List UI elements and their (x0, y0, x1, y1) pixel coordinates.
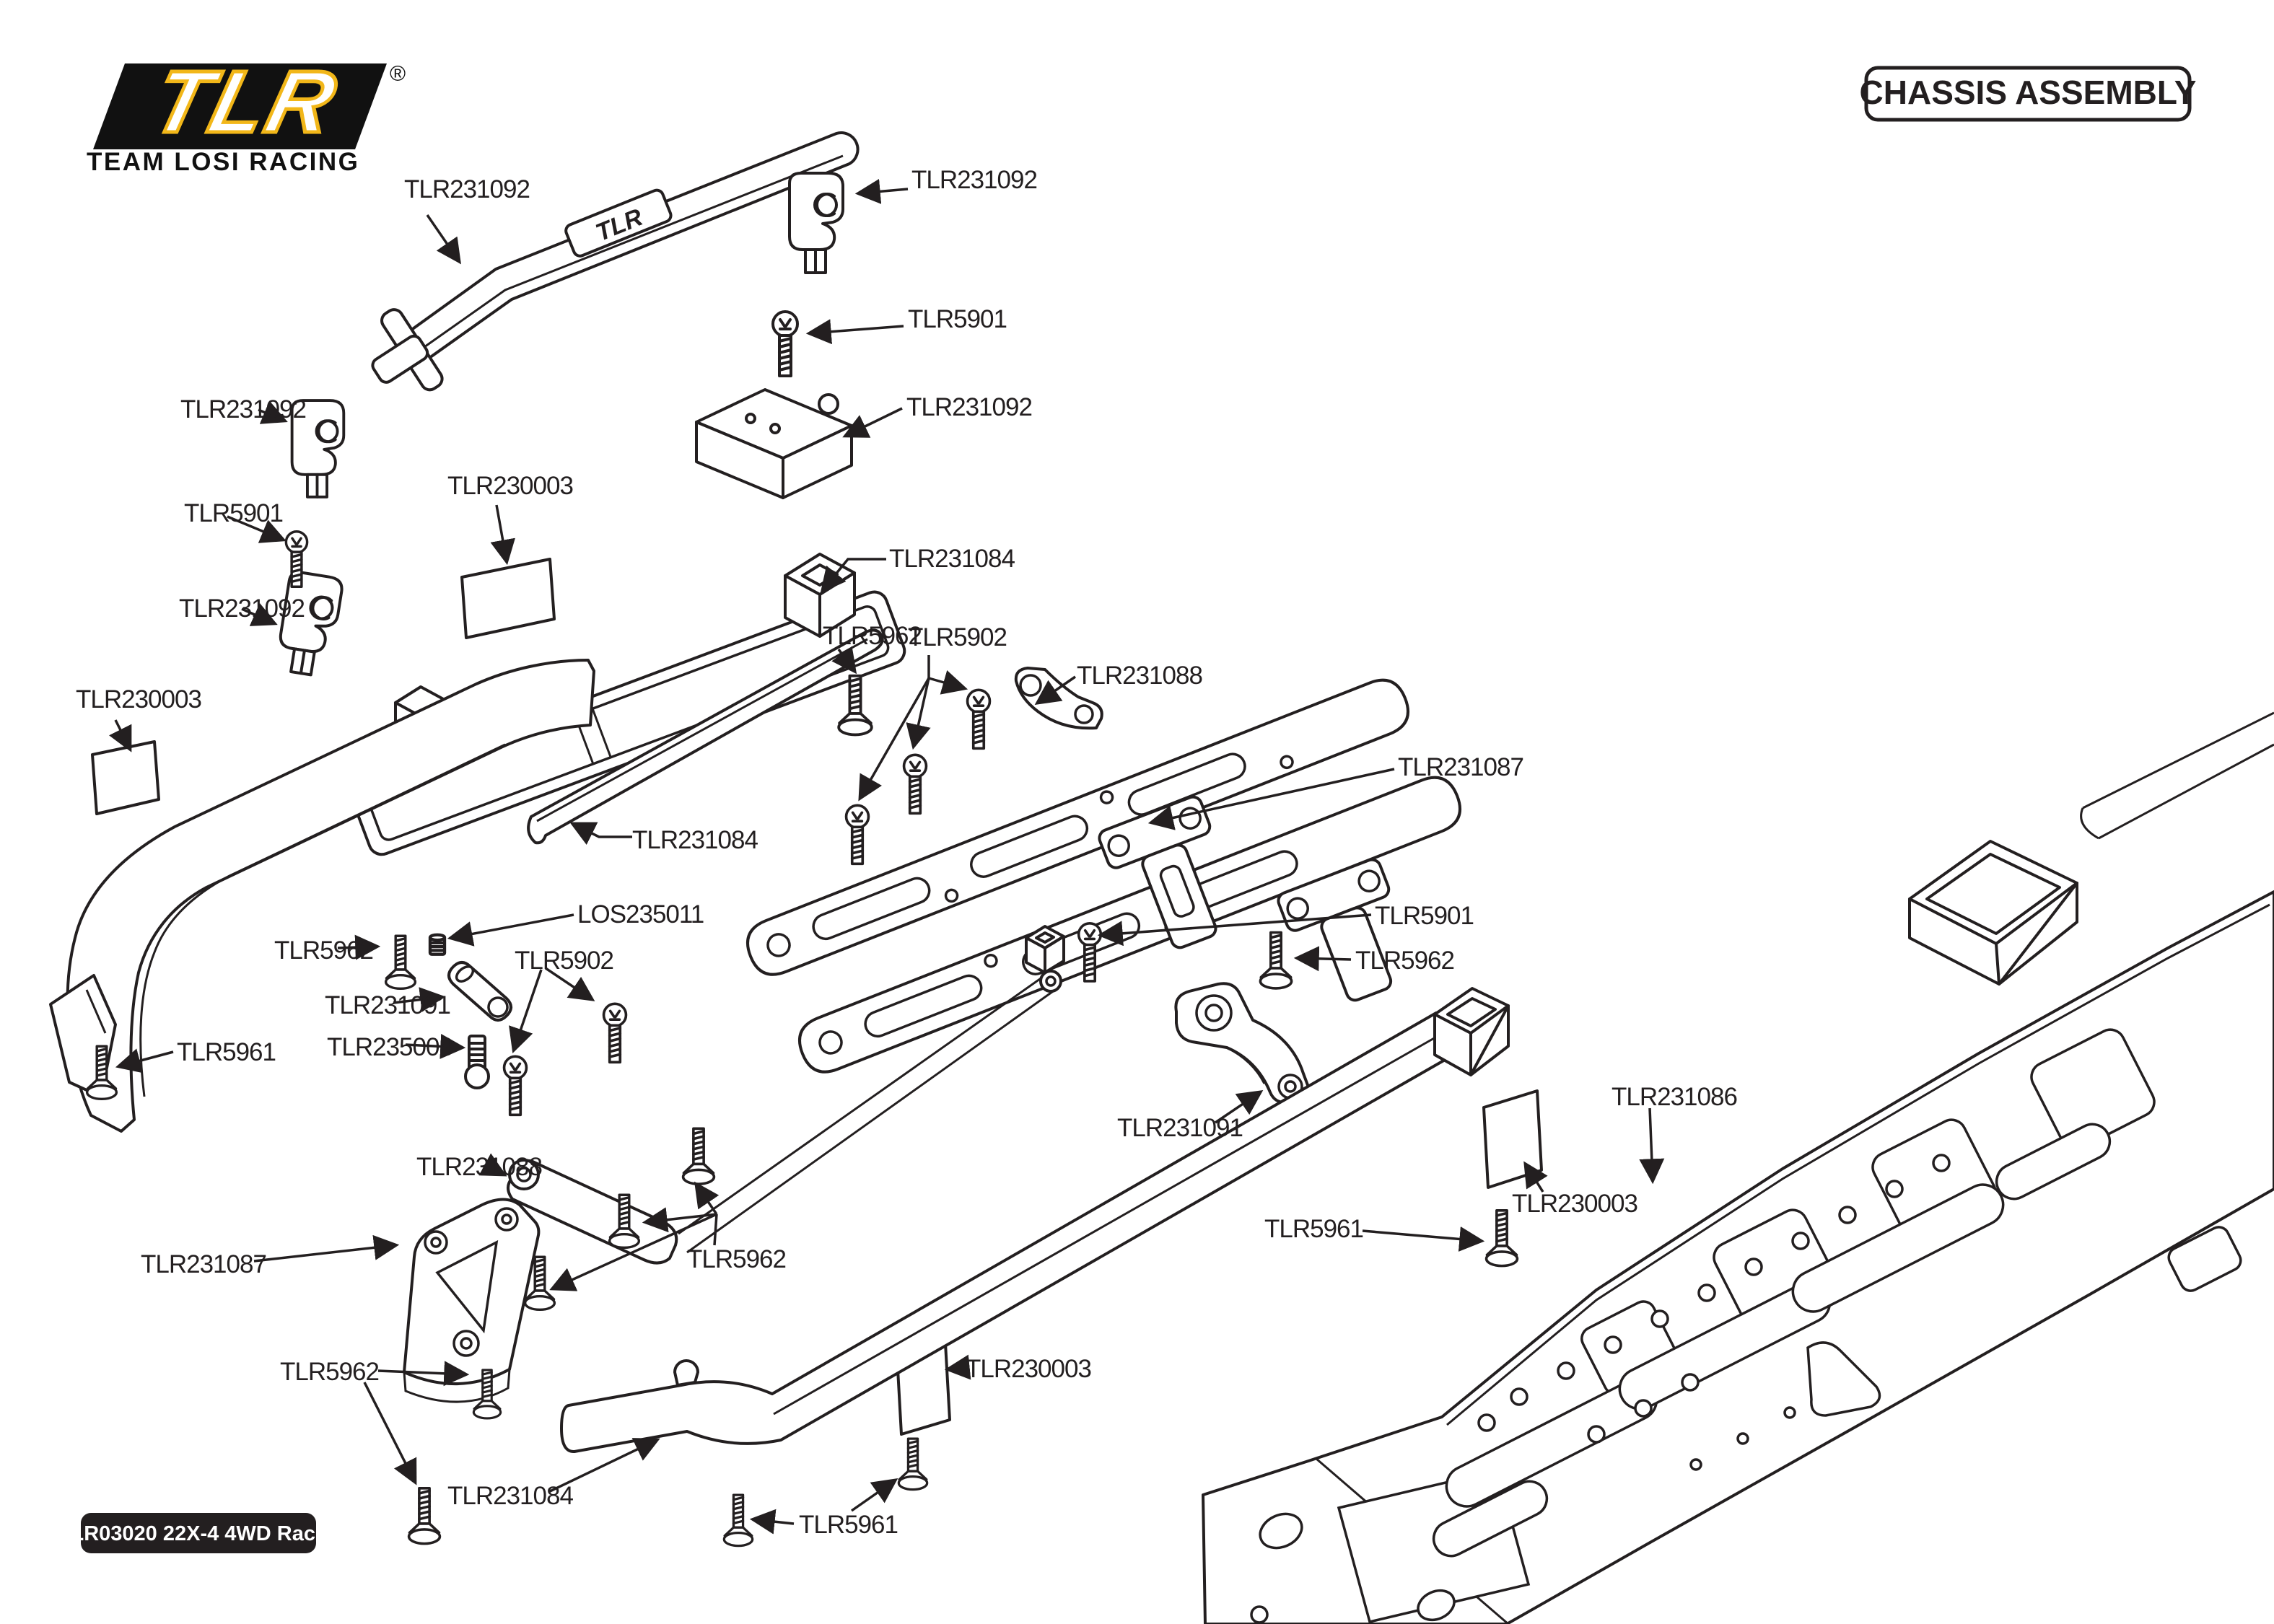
part-label-screw-bottom-l: TLR5962 (280, 1358, 380, 1386)
part-label-sticker-bottom: TLR230003 (966, 1355, 1092, 1383)
link-left (447, 961, 512, 1022)
screws (85, 310, 1519, 1548)
setscrew-los235011 (430, 935, 445, 954)
title-box: CHASSIS ASSEMBLY (1860, 66, 2197, 122)
mount-mid (1174, 982, 1310, 1104)
part-label-link-left: TLR231091 (325, 991, 451, 1019)
part-label-clip-top-right: TLR231092 (911, 166, 1038, 194)
part-label-tray-post: TLR231084 (889, 545, 1015, 573)
kit-badge-text: C-TLR03020 22X-4 4WD Race Kit (36, 1522, 361, 1545)
part-label-screw-tray: TLR5962 (823, 622, 922, 650)
screw-tlr5961-d (1484, 1208, 1519, 1268)
title-box-text: CHASSIS ASSEMBLY (1860, 74, 2197, 111)
screw-tlr5962-d (407, 1487, 442, 1545)
brand-logo: TLR ® TEAM LOSI RACING (87, 51, 406, 176)
brand-registered-mark: ® (390, 62, 406, 86)
part-label-screw-brace-r: TLR5901 (1375, 902, 1474, 930)
part-label-strap: TLR231092 (404, 175, 530, 203)
part-label-screws-bottom: TLR5961 (799, 1511, 898, 1539)
part-label-screw-top-right: TLR5901 (908, 305, 1007, 333)
part-label-clip-left: TLR231092 (180, 395, 307, 423)
part-label-sticker-mid: TLR230003 (447, 472, 574, 500)
clip-left-low (275, 571, 344, 677)
part-label-screws-brace: TLR5902 (908, 623, 1007, 651)
screw-tlr5962-a (837, 674, 873, 737)
nut-block (1025, 925, 1065, 974)
upper-rail-1 (746, 678, 1409, 976)
part-label-tower-left: TLR231087 (141, 1250, 267, 1278)
part-label-sticker-right: TLR230003 (1512, 1190, 1638, 1218)
battery-strap: TLR (371, 131, 860, 392)
part-label-clip-left-low: TLR231092 (179, 594, 305, 623)
block-right (695, 388, 853, 499)
part-label-screw-guard: TLR5961 (177, 1038, 276, 1066)
screw-tlr5902-e (502, 1055, 528, 1117)
part-label-sticker-far-left: TLR230003 (76, 685, 202, 714)
screw-tlr5901-a (771, 310, 799, 377)
part-label-arm-left: TLR231088 (416, 1153, 543, 1181)
screw-tlr5902-d (602, 1002, 628, 1064)
part-label-screw-mid-left: TLR5962 (274, 936, 374, 965)
setscrew-tlr235008 (464, 1035, 490, 1089)
screw-tlr5962-f (683, 1128, 714, 1184)
brand-logo-text: TLR (144, 53, 348, 152)
screw-tlr5962-b (384, 934, 417, 991)
part-label-screw-brace-r2: TLR5962 (1355, 947, 1455, 975)
screw-tlr5902-b (902, 753, 928, 815)
part-label-screws-mid: TLR5902 (515, 947, 614, 975)
part-label-setscrew: LOS235011 (577, 900, 704, 929)
sticker-right (1482, 1089, 1543, 1189)
rail-end-box (1433, 987, 1510, 1076)
rear-brace-box (1908, 840, 2078, 986)
foam-strip (527, 628, 884, 845)
screw-tlr5962-c (1259, 931, 1293, 990)
side-rail-lines (2080, 711, 2274, 840)
part-label-mount-mid: TLR231091 (1117, 1114, 1243, 1142)
part-label-bracket-upper: TLR231088 (1077, 662, 1203, 690)
screw-tlr5961-b (722, 1493, 754, 1548)
part-label-strip-mid: TLR231084 (632, 826, 758, 854)
leader-arrows (109, 178, 1665, 1535)
screw-tlr5902-c (844, 804, 870, 866)
brand-subtitle: TEAM LOSI RACING (87, 148, 359, 176)
sticker-mid (460, 558, 556, 639)
screw-tlr5902-a (966, 688, 992, 750)
clip-top-right (788, 172, 844, 274)
tower-left (403, 1198, 541, 1403)
parts-layer: TLR (36, 51, 2274, 1624)
part-label-brace-upper: TLR231087 (1398, 753, 1524, 781)
rail-bottom (560, 1011, 1448, 1453)
part-label-rail-bottom: TLR231084 (447, 1482, 574, 1510)
sticker-far-left (91, 740, 160, 815)
chassis-plate (1202, 890, 2274, 1624)
part-label-screw-right: TLR5961 (1264, 1215, 1364, 1243)
brace-bracket-lower (1277, 858, 1393, 1002)
screw-tlr5961-c (897, 1437, 929, 1491)
part-label-chassis-plate: TLR231086 (1612, 1083, 1738, 1111)
part-label-screws-fork: TLR5962 (687, 1245, 787, 1273)
part-label-screw-left: TLR5901 (184, 499, 284, 527)
part-label-block-right: TLR231092 (906, 393, 1033, 421)
kit-badge: C-TLR03020 22X-4 4WD Race Kit (36, 1513, 361, 1553)
part-label-setscrew-ball: TLR235008 (327, 1033, 453, 1061)
